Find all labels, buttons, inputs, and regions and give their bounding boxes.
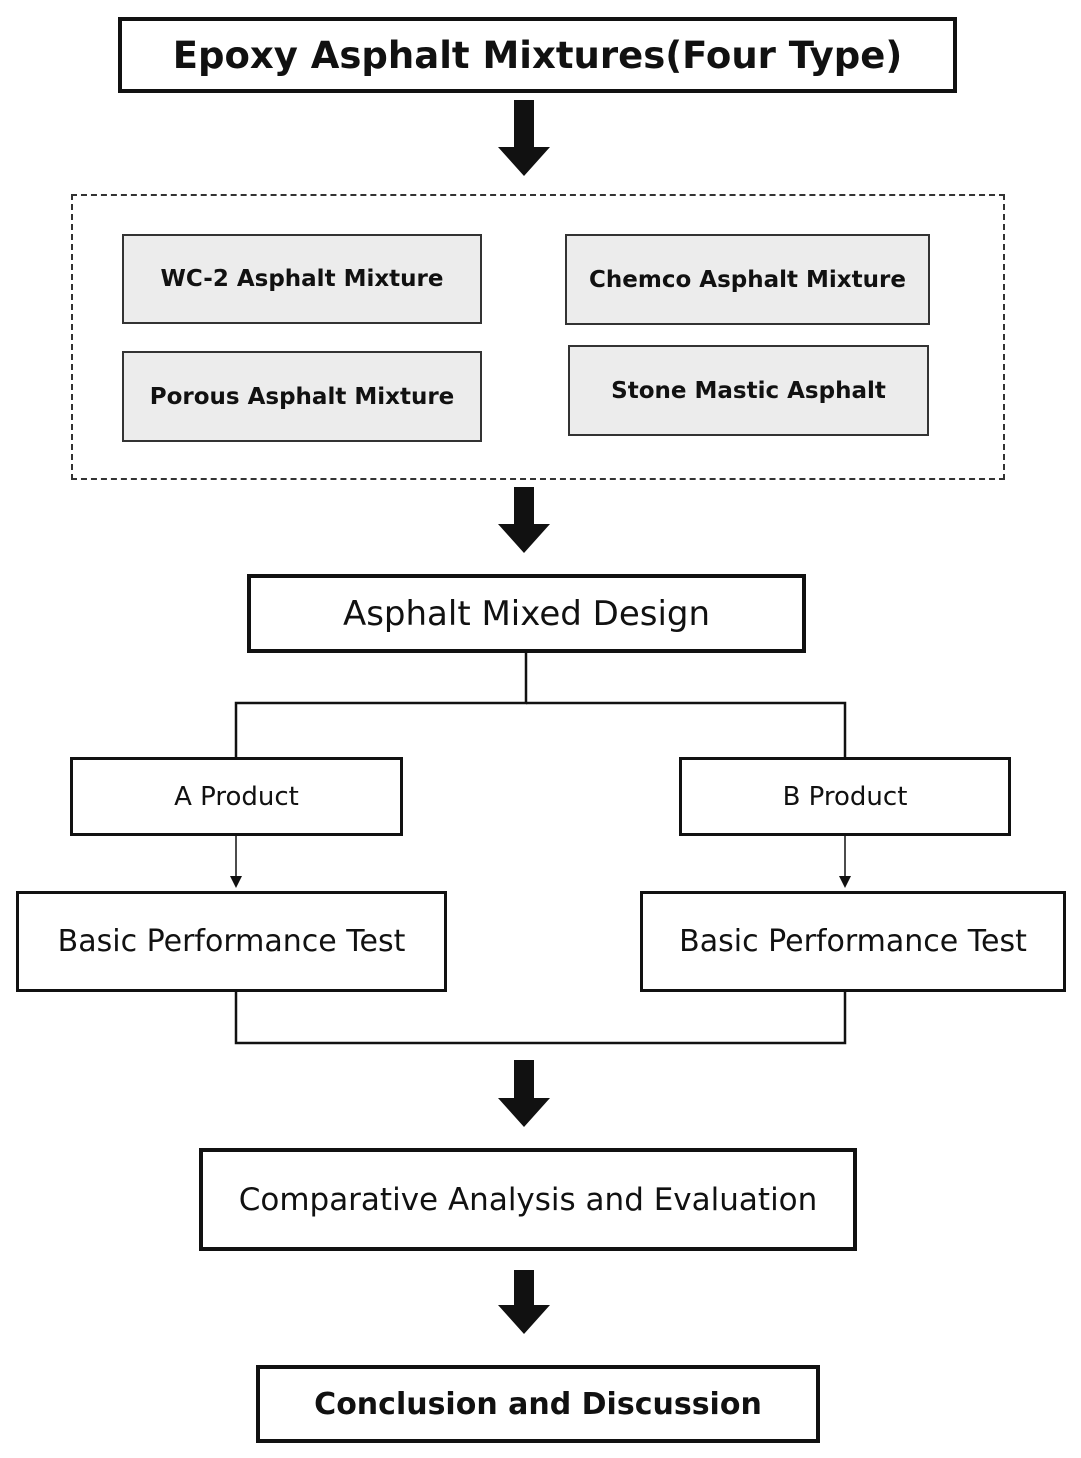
arrow-b-head bbox=[839, 876, 851, 888]
mixture-label: WC-2 Asphalt Mixture bbox=[160, 266, 444, 292]
split-line bbox=[234, 652, 528, 757]
mixture-chemco: Chemco Asphalt Mixture bbox=[565, 234, 930, 325]
analysis-text: Comparative Analysis and Evaluation bbox=[238, 1181, 818, 1218]
mixture-porous: Porous Asphalt Mixture bbox=[122, 351, 482, 442]
test-b-text: Basic Performance Test bbox=[679, 924, 1027, 959]
mixture-stone-mastic: Stone Mastic Asphalt bbox=[568, 345, 929, 436]
arrow-down-4 bbox=[498, 1270, 550, 1334]
mixture-label: Stone Mastic Asphalt bbox=[611, 377, 886, 404]
conclusion-text: Conclusion and Discussion bbox=[314, 1386, 762, 1422]
mixtures-group bbox=[71, 194, 1005, 480]
test-b-box: Basic Performance Test bbox=[640, 891, 1066, 992]
merge-line bbox=[234, 990, 847, 1045]
arrow-down-2 bbox=[498, 487, 550, 553]
design-box: Asphalt Mixed Design bbox=[247, 574, 806, 653]
product-b-box: B Product bbox=[679, 757, 1011, 836]
title-box: Epoxy Asphalt Mixtures(Four Type) bbox=[118, 17, 957, 93]
split-line-right bbox=[526, 701, 847, 757]
design-text: Asphalt Mixed Design bbox=[342, 593, 711, 634]
mixture-wc2: WC-2 Asphalt Mixture bbox=[122, 234, 482, 324]
arrow-down-3 bbox=[498, 1060, 550, 1127]
test-a-box: Basic Performance Test bbox=[16, 891, 447, 992]
test-a-text: Basic Performance Test bbox=[57, 924, 406, 959]
product-b-text: B Product bbox=[782, 781, 908, 812]
arrow-a-head bbox=[230, 876, 242, 888]
product-a-box: A Product bbox=[70, 757, 403, 836]
mixture-label: Chemco Asphalt Mixture bbox=[589, 266, 906, 293]
title-text: Epoxy Asphalt Mixtures(Four Type) bbox=[172, 33, 903, 77]
analysis-box: Comparative Analysis and Evaluation bbox=[199, 1148, 857, 1251]
arrow-down-1 bbox=[498, 100, 550, 176]
mixture-label: Porous Asphalt Mixture bbox=[149, 383, 455, 410]
conclusion-box: Conclusion and Discussion bbox=[256, 1365, 820, 1443]
product-a-text: A Product bbox=[174, 781, 299, 812]
